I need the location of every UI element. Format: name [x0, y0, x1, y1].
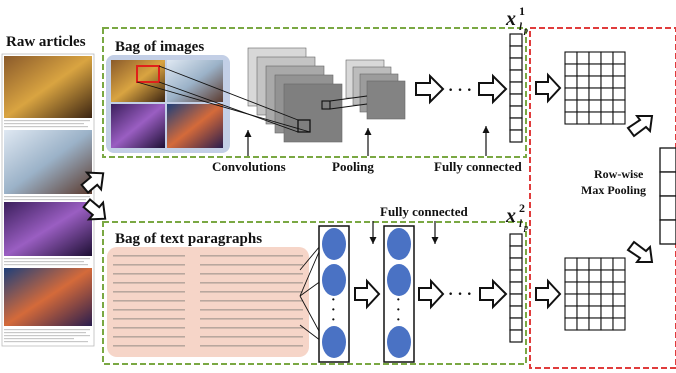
svg-text:l: l	[519, 218, 523, 230]
pooling-label: Pooling	[332, 159, 374, 174]
convolution-feature-maps	[247, 47, 343, 143]
article-image-4	[4, 268, 92, 326]
text-neuron-layer-2: · · ·	[383, 225, 415, 363]
bag-of-images-label: Bag of images	[115, 39, 204, 55]
svg-text:2: 2	[519, 201, 525, 215]
pooled-output-vector	[659, 147, 676, 245]
row-wise-label: Row-wise	[594, 167, 644, 181]
raw-articles-label: Raw articles	[6, 34, 86, 50]
fusion-input-arrows	[535, 72, 562, 310]
article-image-2	[4, 130, 92, 194]
text-ellipsis: · · ·	[448, 286, 472, 303]
bag-of-text-paragraphs-label: Bag of text paragraphs	[115, 231, 262, 247]
svg-text:1: 1	[519, 4, 525, 18]
svg-text:p: p	[523, 223, 528, 232]
svg-text:·: ·	[396, 313, 401, 328]
svg-text:p: p	[523, 26, 528, 35]
receptive-field-highlight	[136, 65, 160, 83]
image-flow-arrows	[415, 73, 508, 105]
image-feature-matrix	[564, 51, 626, 125]
text-feature-vector	[509, 233, 523, 343]
article-to-text-arrow	[82, 198, 107, 221]
convolution-projection-lines	[136, 65, 311, 133]
article-image-3	[4, 202, 92, 256]
image-feature-vector	[509, 33, 523, 143]
article-image-1	[4, 56, 92, 118]
raw-article-page	[1, 53, 95, 347]
text-neuron-layer-1: · · ·	[318, 225, 350, 363]
max-pooling-label: Max Pooling	[581, 183, 646, 197]
svg-text:·: ·	[331, 293, 336, 308]
pooling-arrows	[626, 115, 654, 263]
svg-text:·: ·	[396, 303, 401, 318]
text-branch-box	[102, 221, 527, 365]
article-to-image-arrow	[80, 171, 105, 194]
image-grid	[111, 60, 223, 148]
fully-connected-text-label: Fully connected	[380, 204, 469, 219]
text-feature-matrix	[564, 257, 626, 331]
text-paragraph-lines	[113, 250, 303, 354]
image-branch-box	[102, 27, 527, 158]
image-stage-pointers	[244, 125, 490, 156]
text-flow-arrows	[354, 278, 508, 310]
x2-label: x 2 l p	[505, 201, 528, 232]
convolutions-label: Convolutions	[212, 159, 286, 174]
svg-text:·: ·	[396, 293, 401, 308]
pooling-feature-maps	[321, 59, 406, 120]
svg-text:·: ·	[331, 303, 336, 318]
svg-text:x: x	[505, 205, 516, 227]
svg-text:l: l	[519, 21, 523, 33]
x1-label: x 1 l p	[505, 4, 528, 35]
fully-connected-image-label: Fully connected	[434, 159, 523, 174]
text-stage-pointers	[369, 221, 439, 244]
svg-text:x: x	[505, 8, 516, 30]
fusion-region-box	[529, 27, 676, 369]
svg-text:·: ·	[331, 313, 336, 328]
image-ellipsis: · · ·	[448, 82, 472, 99]
